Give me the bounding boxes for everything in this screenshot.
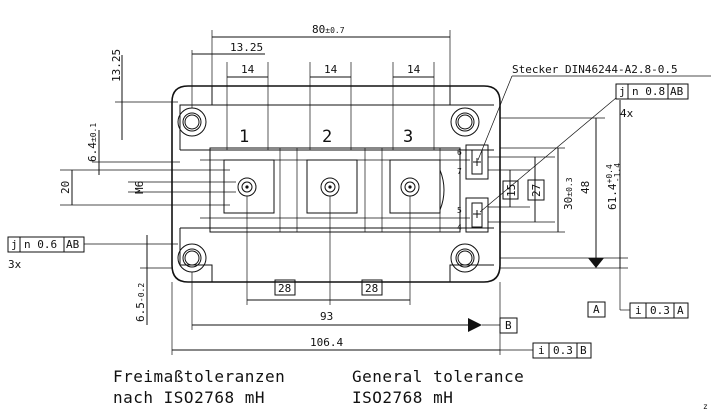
footer-en-line1: General tolerance [352, 367, 524, 386]
dim-bottom-offset-label: 6.5-0.2 [134, 283, 147, 322]
dim-terminal-width-3: 14 [407, 63, 421, 76]
dim-overall-width-label: 80±0.7 [312, 23, 345, 36]
dim-box-27: 27 [488, 156, 555, 223]
tolerance-frame-flatness-b: i 0.3 B [500, 342, 592, 359]
connector-upper [465, 144, 489, 180]
dim-box-15: 15 [488, 169, 530, 208]
dim-side-offset-label: 6.4±0.1 [86, 123, 99, 162]
tolerance-frame-position-top: j n 0.8 AB [615, 83, 689, 100]
dim-box-27-label: 27 [530, 184, 543, 197]
terminal-number-3: 3 [403, 127, 413, 147]
count-3x: 3x [8, 258, 22, 271]
footer-de-line1: Freimaßtoleranzen [113, 367, 285, 386]
svg-text:B: B [505, 319, 512, 332]
svg-text:n 0.8: n 0.8 [632, 85, 665, 98]
dim-terminal-width-1: 14 [241, 63, 255, 76]
dim-side-offset: 6.4±0.1 [86, 123, 180, 175]
terminal-number-1: 1 [239, 127, 249, 147]
dim-hole-offset: 13.25 [191, 41, 265, 108]
tolerance-frame-position-left: j n 0.6 AB [7, 236, 178, 253]
mounting-hole-top-right [450, 107, 480, 137]
dim-thread-label: M6 [133, 181, 146, 194]
pin-label-4: 4 [457, 223, 462, 232]
dim-mount-pitch: 93 [191, 272, 482, 332]
dim-mount-pitch-label: 93 [320, 310, 333, 323]
mounting-hole-bottom-right [450, 243, 480, 273]
mounting-hole-bottom-left [177, 243, 207, 273]
footer-en-line2: ISO2768 mH [352, 388, 453, 407]
pin-label-6: 6 [457, 148, 462, 157]
datum-a: A [587, 301, 606, 318]
dim-48-label: 48 [579, 181, 592, 194]
svg-text:0.3: 0.3 [553, 344, 573, 357]
connector-label: Stecker DIN46244-A2.8-0.5 [512, 63, 678, 76]
dim-top-height: 13.25 [110, 49, 178, 140]
svg-text:AB: AB [66, 238, 80, 251]
dim-height-20-label: 20 [59, 181, 72, 194]
dim-total-length-label: 106.4 [310, 336, 343, 349]
footer-de-line2: nach ISO2768 mH [113, 388, 265, 407]
terminal-3 [389, 159, 441, 214]
svg-text:i: i [635, 304, 642, 317]
connector-lower [465, 197, 489, 233]
terminal-2 [306, 159, 358, 214]
module-outline [171, 85, 501, 283]
dim-bottom-offset: 6.5-0.2 [134, 235, 172, 325]
svg-text:j: j [619, 85, 626, 98]
dim-terminal-widths: 14 14 14 [226, 62, 435, 150]
terminal-1 [223, 159, 275, 214]
dim-total-length: 106.4 [171, 282, 501, 355]
svg-text:n 0.6: n 0.6 [24, 238, 57, 251]
svg-text:B: B [580, 344, 587, 357]
corner-mark: z [703, 402, 708, 411]
dim-61: 61.4+0.4-1.4 [500, 100, 628, 269]
dim-48: 48 [500, 117, 605, 268]
count-4x: 4x [620, 107, 634, 120]
dim-pitch-2: 28 [365, 282, 378, 295]
dim-30-label: 30±0.3 [562, 177, 575, 210]
dim-hole-offset-label: 13.25 [230, 41, 263, 54]
dim-pitches: 28 28 [246, 196, 411, 305]
tolerance-frame-flatness-a: i 0.3 A [619, 268, 689, 319]
svg-text:AB: AB [670, 85, 684, 98]
svg-text:i: i [538, 344, 545, 357]
svg-text:0.3: 0.3 [650, 304, 670, 317]
dim-pitch-1: 28 [278, 282, 291, 295]
mounting-hole-top-left [177, 107, 207, 137]
pin-label-7: 7 [457, 167, 462, 176]
dim-30: 30±0.3 [500, 147, 575, 233]
dim-terminal-width-2: 14 [324, 63, 338, 76]
dim-top-height-label: 13.25 [110, 49, 123, 82]
dim-box-15-label: 15 [505, 184, 518, 197]
dim-overall-width: 80±0.7 [211, 23, 451, 86]
svg-text:A: A [677, 304, 684, 317]
terminal-number-2: 2 [322, 127, 332, 147]
pin-label-5: 5 [457, 206, 462, 215]
dim-61-label: 61.4+0.4-1.4 [605, 163, 622, 210]
datum-b: B [482, 317, 518, 334]
dim-thread: M6 [128, 181, 236, 194]
svg-text:j: j [11, 238, 18, 251]
dim-height-20: 20 [59, 169, 230, 206]
svg-text:A: A [593, 303, 600, 316]
